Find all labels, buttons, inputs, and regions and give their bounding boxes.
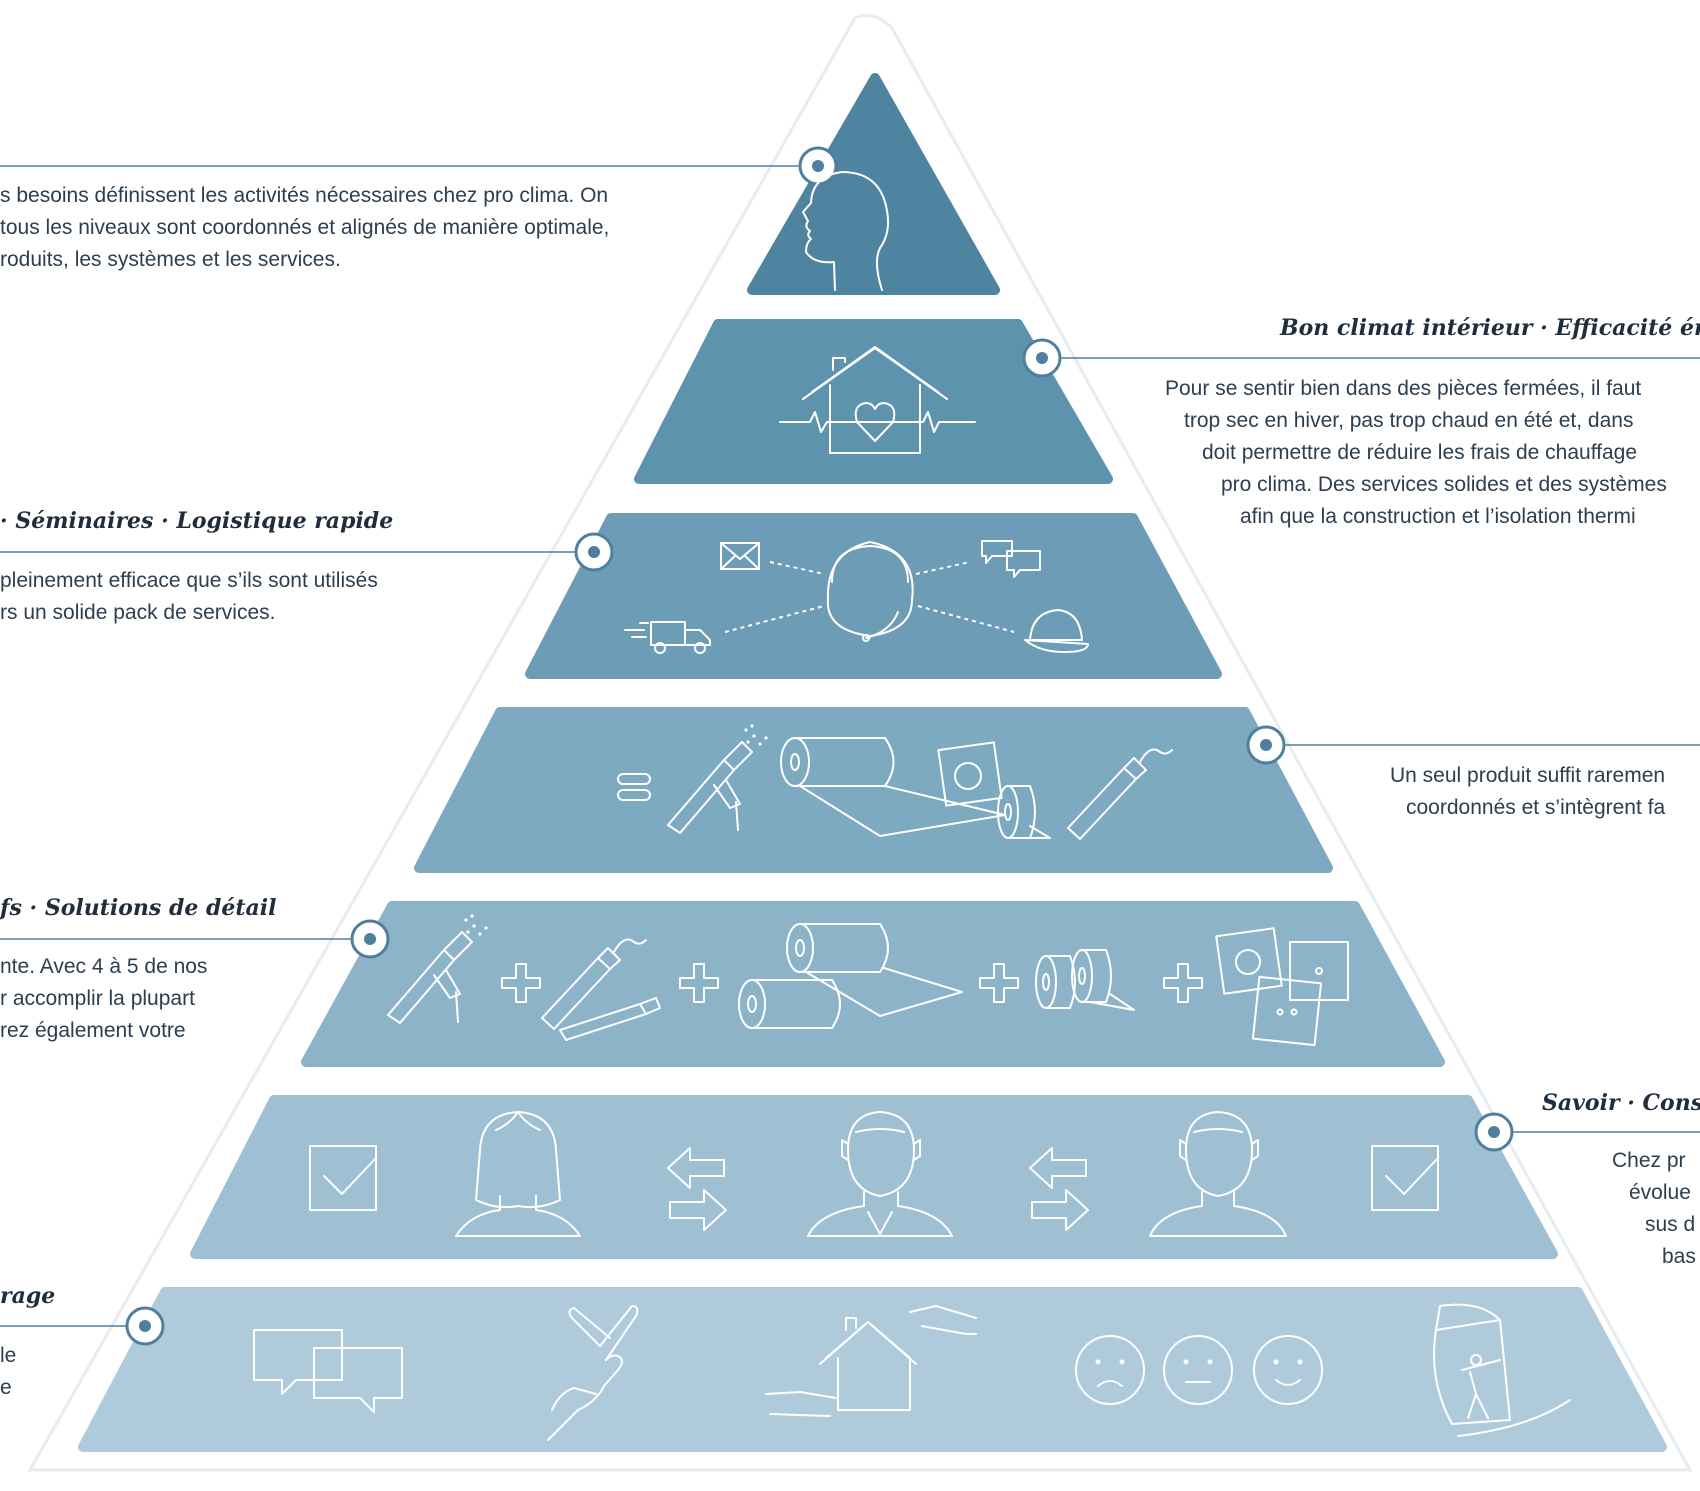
tier6-line-2: évolue bbox=[1629, 1181, 1691, 1204]
tier7-line-1: le bbox=[0, 1344, 17, 1367]
cartridge-icon bbox=[1067, 748, 1173, 840]
tier-5-products bbox=[301, 901, 1445, 1067]
tier1-description: s besoins définissent les activités néce… bbox=[0, 180, 690, 276]
windsurfer-icon bbox=[1433, 1303, 1571, 1437]
tier3-line-1: pleinement efficace que s’ils sont utili… bbox=[0, 569, 378, 592]
tier6-line-3: sus d bbox=[1645, 1213, 1696, 1236]
connector-dot-3 bbox=[574, 532, 614, 572]
service-hub-icon bbox=[724, 541, 1015, 642]
tier-2-indoor-climate bbox=[634, 319, 1113, 484]
tier4-line-1: Un seul produit suffit raremen bbox=[1390, 764, 1666, 787]
cartridges-icon bbox=[541, 938, 661, 1041]
house-heart-icon bbox=[779, 346, 976, 454]
plus-icon bbox=[501, 963, 541, 1003]
plus-icon-2 bbox=[679, 963, 719, 1003]
tier6-heading: Savoir · Const bbox=[1542, 1090, 1700, 1116]
exchange-arrows-icon bbox=[667, 1147, 727, 1231]
tape-rolls-icon bbox=[1035, 949, 1135, 1011]
tape-roll-icon bbox=[997, 785, 1051, 839]
connector-squares-icon bbox=[1215, 927, 1349, 1047]
tier-3-services bbox=[525, 513, 1222, 679]
tier1-line-2: tous les niveaux sont coordonnés et alig… bbox=[0, 216, 610, 239]
sad-face-icon bbox=[1075, 1335, 1145, 1405]
tier6-line-4: bas bbox=[1662, 1245, 1696, 1268]
spray-gun-icon bbox=[387, 914, 488, 1024]
tier7-heading: rage bbox=[0, 1283, 56, 1309]
tier2-description: Pour se sentir bien dans des pièces ferm… bbox=[1165, 373, 1667, 533]
membrane-rolls-icon bbox=[738, 923, 963, 1029]
tier4-line-2: coordonnés et s’intègrent fa bbox=[1406, 796, 1666, 819]
plus-icon-4 bbox=[1163, 963, 1203, 1003]
tier5-line-2: r accomplir la plupart bbox=[0, 987, 195, 1010]
tier6-line-1: Chez pr bbox=[1612, 1149, 1686, 1172]
woman-bust-icon bbox=[455, 1111, 581, 1237]
tier3-description: pleinement efficace que s’ils sont utili… bbox=[0, 565, 378, 629]
connector-dot-2 bbox=[1022, 338, 1062, 378]
tier7-line-2: e bbox=[0, 1376, 12, 1399]
tier-6-knowledge bbox=[190, 1095, 1558, 1259]
caulking-gun-icon bbox=[667, 724, 768, 834]
tier-4-system bbox=[414, 707, 1333, 873]
man-bust-icon-2 bbox=[1149, 1111, 1287, 1237]
envelope-icon bbox=[720, 542, 760, 570]
tier5-line-1: nte. Avec 4 à 5 de nos bbox=[0, 955, 208, 978]
tier3-heading: · Séminaires · Logistique rapide bbox=[0, 508, 394, 534]
connector-dot-5 bbox=[350, 919, 390, 959]
tier2-line-4: pro clima. Des services solides et des s… bbox=[1221, 473, 1667, 496]
hard-hat-icon bbox=[1024, 609, 1089, 653]
tier6-description: Chez pr évolue sus d bas bbox=[1612, 1145, 1696, 1273]
tier7-description: le e bbox=[0, 1340, 16, 1404]
house-hands-icon bbox=[765, 1305, 977, 1417]
tier5-line-3: rez également votre bbox=[0, 1019, 186, 1042]
connector-dot-7 bbox=[125, 1306, 165, 1346]
tier-7-partnership bbox=[78, 1287, 1667, 1452]
chat-bubbles-icon-2 bbox=[253, 1329, 403, 1413]
chat-bubbles-icon bbox=[981, 540, 1041, 578]
tier1-line-1: s besoins définissent les activités néce… bbox=[0, 184, 609, 207]
tier5-heading: fs · Solutions de détail bbox=[0, 895, 277, 921]
tier2-line-3: doit permettre de réduire les frais de c… bbox=[1202, 441, 1638, 464]
tier2-line-2: trop sec en hiver, pas trop chaud en été… bbox=[1184, 409, 1634, 432]
tier2-heading: Bon climat intérieur · Efficacité énerg bbox=[1280, 315, 1700, 341]
tier2-line-1: Pour se sentir bien dans des pièces ferm… bbox=[1165, 377, 1642, 400]
crossed-fingers-icon bbox=[547, 1305, 639, 1441]
happy-face-icon bbox=[1253, 1335, 1323, 1405]
man-bust-icon bbox=[807, 1111, 953, 1237]
checkbox-icon-2 bbox=[1371, 1145, 1439, 1211]
connector-square-icon bbox=[937, 741, 1003, 807]
tier1-line-3: roduits, les systèmes et les services. bbox=[0, 248, 341, 271]
tier4-description: Un seul produit suffit raremen coordonné… bbox=[1390, 760, 1665, 824]
connector-dot-1 bbox=[798, 146, 838, 186]
tier2-line-5: afin que la construction et l’isolation … bbox=[1240, 505, 1636, 528]
delivery-truck-icon bbox=[624, 621, 711, 654]
tier3-line-2: rs un solide pack de services. bbox=[0, 601, 276, 624]
tier5-description: nte. Avec 4 à 5 de nos r accomplir la pl… bbox=[0, 951, 207, 1047]
connector-dot-4 bbox=[1246, 725, 1286, 765]
person-head-icon bbox=[802, 171, 890, 291]
exchange-arrows-icon-2 bbox=[1029, 1147, 1089, 1231]
checkbox-icon bbox=[309, 1145, 377, 1211]
membrane-roll-icon bbox=[780, 737, 1006, 837]
connector-dot-6 bbox=[1474, 1112, 1514, 1152]
plus-icon-3 bbox=[979, 963, 1019, 1003]
neutral-face-icon bbox=[1163, 1335, 1233, 1405]
equals-icon bbox=[617, 773, 651, 801]
